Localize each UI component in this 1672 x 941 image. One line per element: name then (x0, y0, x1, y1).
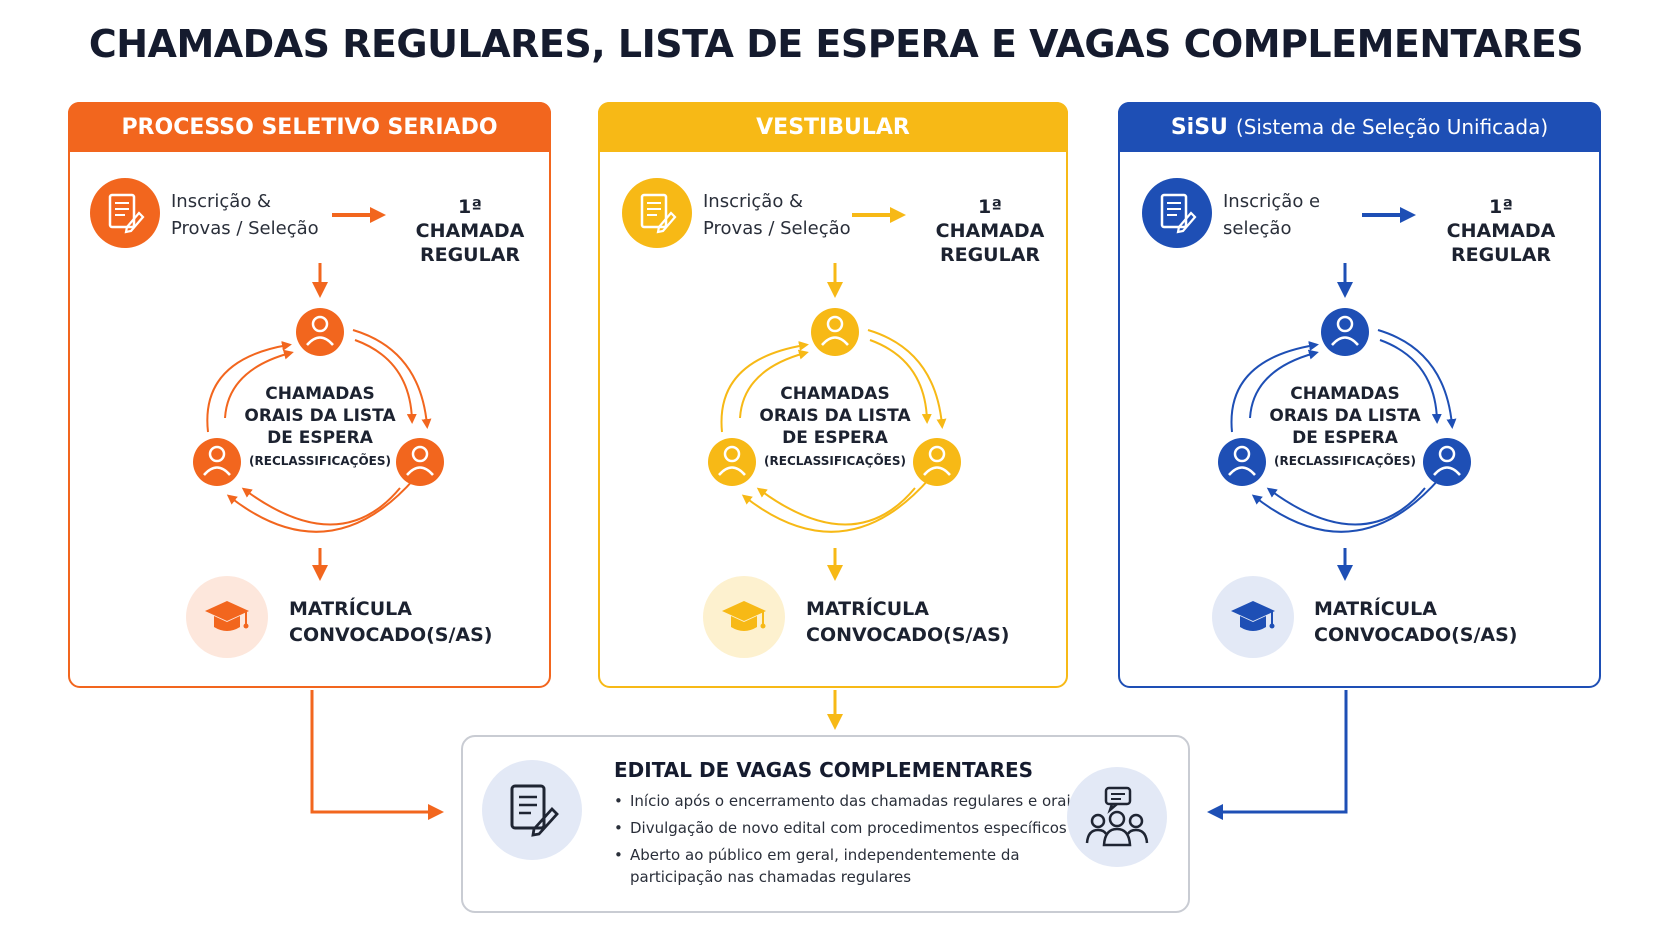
form-edit-icon (622, 178, 692, 248)
flow-arrows-panel-1 (206, 207, 444, 820)
bullet-item: Divulgação de novo edital com procedimen… (614, 815, 1078, 842)
cycle-label: CHAMADAS ORAIS DA LISTA DE ESPERA (RECLA… (1269, 384, 1421, 468)
step-label: Inscrição & Provas / Seleção (703, 191, 851, 239)
flow-arrows-panel-2 (720, 207, 947, 730)
document-edit-icon (482, 760, 582, 860)
group-chat-icon (1067, 767, 1167, 867)
flow-arrows-panel-3 (1207, 207, 1457, 820)
first-call-label: 1ª CHAMADA REGULAR (935, 196, 1045, 266)
first-call-label: 1ª CHAMADA REGULAR (415, 196, 525, 266)
person-icons-panel-2 (708, 308, 961, 486)
page-title: CHAMADAS REGULARES, LISTA DE ESPERA E VA… (88, 22, 1584, 66)
cycle-label: CHAMADAS ORAIS DA LISTA DE ESPERA (RECLA… (759, 384, 911, 468)
complementary-bullets: Início após o encerramento das chamadas … (614, 788, 1078, 869)
person-icons-panel-1 (193, 308, 444, 486)
panel-header: VESTIBULAR (598, 102, 1068, 152)
graduation-cap-icon (186, 576, 268, 658)
graduation-cap-icon (1212, 576, 1294, 658)
panel-header-title: VESTIBULAR (756, 114, 910, 140)
panel-header-title: SiSU (1170, 114, 1228, 140)
panel-header-subtitle: (Sistema de Seleção Unificada) (1235, 115, 1549, 139)
complementary-vacancies-box (461, 735, 1190, 913)
enrollment-label: MATRÍCULA CONVOCADO(S/AS) (289, 598, 493, 646)
bullet-item: Início após o encerramento das chamadas … (614, 788, 1078, 815)
bullet-item: Aberto ao público em geral, independente… (614, 842, 1078, 869)
first-call-label: 1ª CHAMADA REGULAR (1446, 196, 1556, 266)
panel-header-title: PROCESSO SELETIVO SERIADO (121, 114, 498, 140)
cycle-label: CHAMADAS ORAIS DA LISTA DE ESPERA (RECLA… (244, 384, 396, 468)
enrollment-label: MATRÍCULA CONVOCADO(S/AS) (806, 598, 1010, 646)
bullet-continuation: participação nas chamadas regulares (630, 868, 912, 886)
person-icons-panel-3 (1218, 308, 1471, 486)
panel-header: PROCESSO SELETIVO SERIADO (68, 102, 551, 152)
step-label: Inscrição e seleção (1223, 191, 1321, 239)
panel-header: SiSU (Sistema de Seleção Unificada) (1118, 102, 1601, 152)
enrollment-label: MATRÍCULA CONVOCADO(S/AS) (1314, 598, 1518, 646)
complementary-title: EDITAL DE VAGAS COMPLEMENTARES (614, 758, 1034, 782)
form-edit-icon (90, 178, 160, 248)
step-label: Inscrição & Provas / Seleção (171, 191, 319, 239)
graduation-cap-icon (703, 576, 785, 658)
form-edit-icon (1142, 178, 1212, 248)
